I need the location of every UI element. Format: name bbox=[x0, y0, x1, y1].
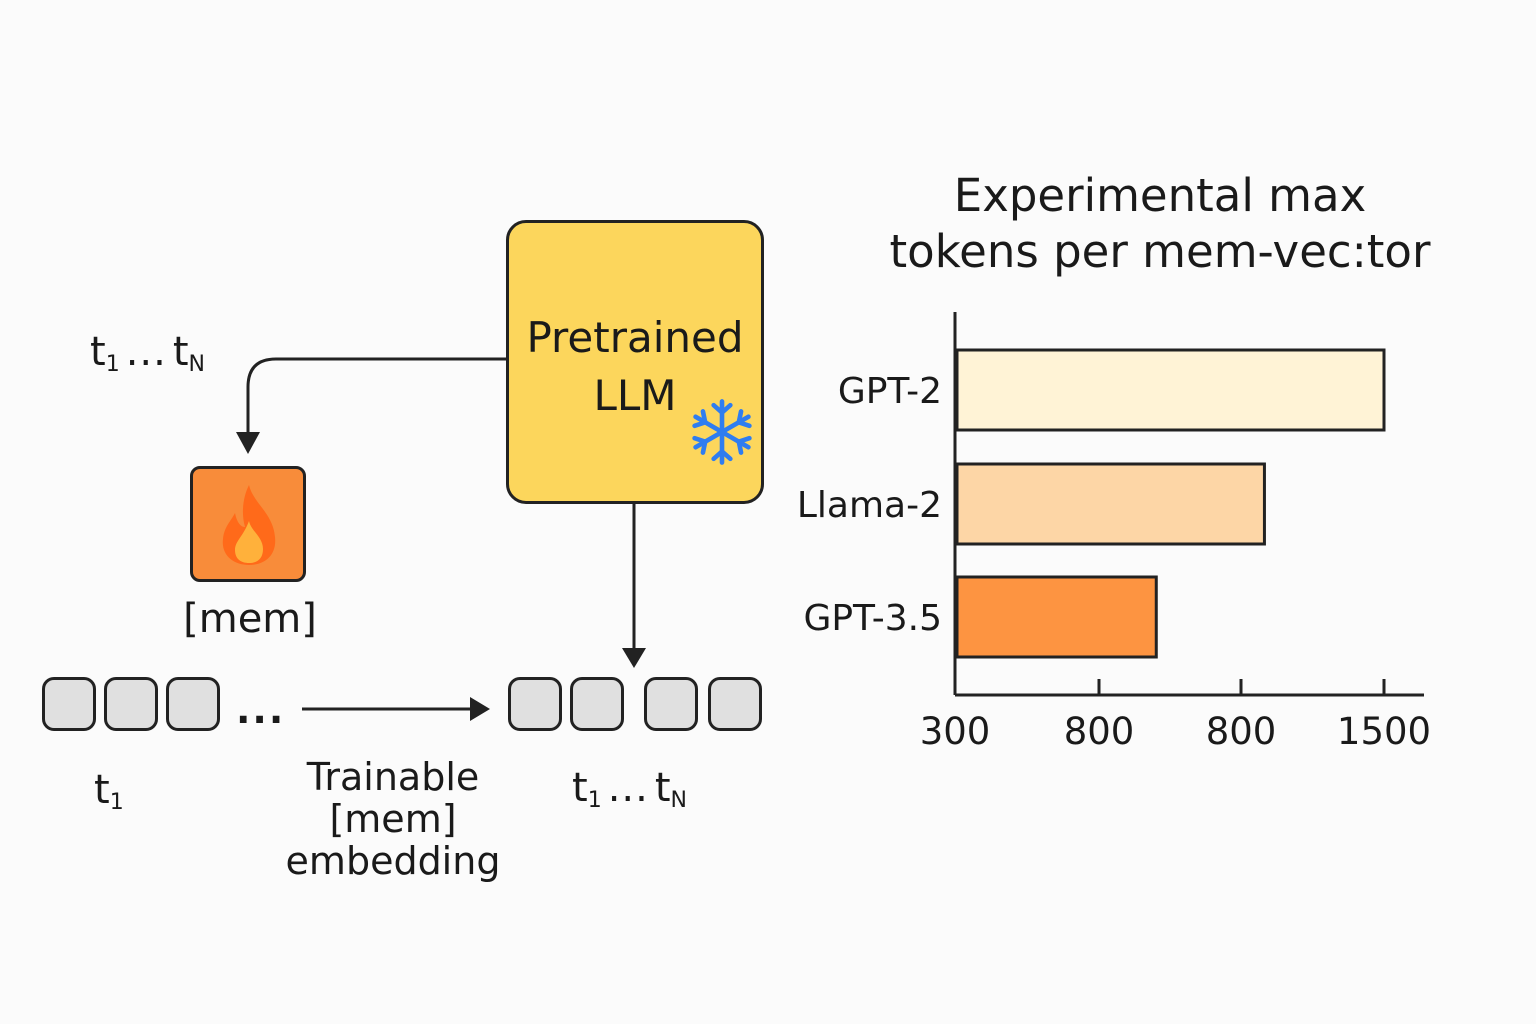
output-token bbox=[570, 677, 624, 731]
input-token-letter: t bbox=[94, 767, 110, 813]
output-token bbox=[708, 677, 762, 731]
output-token bbox=[644, 677, 698, 731]
output-token-range-label: t1...tN bbox=[572, 768, 687, 812]
input-token bbox=[42, 677, 96, 731]
x-tick-label: 1500 bbox=[1337, 710, 1431, 753]
bar-gpt-3-5 bbox=[955, 575, 1158, 659]
x-ticks-group: 300 800 800 1500 bbox=[920, 679, 1431, 753]
x-tick-label: 800 bbox=[1206, 710, 1277, 753]
trainable-embedding-caption: Trainable [mem] embedding bbox=[218, 756, 568, 882]
output-token-start-subscript: 1 bbox=[587, 788, 602, 813]
token-end-subscript: N bbox=[188, 352, 205, 377]
input-tokens-ellipsis: ... bbox=[236, 688, 286, 732]
llm-to-mem-arrow bbox=[246, 357, 506, 432]
chart-title-line1: Experimental max bbox=[953, 169, 1367, 222]
chart-title: Experimental max tokens per mem-vec:tor bbox=[880, 168, 1440, 280]
chart-title-line2: tokens per mem-vec:tor bbox=[889, 225, 1431, 278]
flow-arrowhead bbox=[470, 697, 490, 721]
llm-label-line2: LLM bbox=[593, 371, 677, 420]
snowflake-icon bbox=[692, 399, 752, 465]
caption-line2: [mem] embedding bbox=[285, 797, 501, 883]
category-label: GPT-3.5 bbox=[803, 598, 942, 639]
output-token-start: t bbox=[572, 765, 588, 811]
bar-gpt-2 bbox=[955, 348, 1386, 432]
output-token-ellipsis: ... bbox=[607, 765, 649, 811]
mem-label: [mem] bbox=[183, 596, 317, 642]
token-end: t bbox=[172, 329, 189, 375]
mem-token-box bbox=[190, 466, 306, 582]
category-label: Llama-2 bbox=[797, 485, 942, 526]
category-label: GPT-2 bbox=[838, 371, 942, 412]
mem-arrowhead bbox=[236, 432, 260, 454]
llm-box-label: Pretrained LLM bbox=[509, 309, 761, 425]
token-ellipsis: ... bbox=[125, 329, 167, 375]
bar-llama-2 bbox=[955, 462, 1266, 546]
caption-line1: Trainable bbox=[306, 755, 480, 799]
output-token-end-subscript: N bbox=[670, 788, 687, 813]
input-token-subscript: 1 bbox=[109, 790, 124, 815]
output-token bbox=[508, 677, 562, 731]
output-arrowhead bbox=[622, 648, 646, 668]
x-tick-label: 300 bbox=[920, 710, 991, 753]
top-token-range-label: t1...tN bbox=[90, 332, 205, 376]
input-token bbox=[104, 677, 158, 731]
input-token bbox=[166, 677, 220, 731]
token-start-subscript: 1 bbox=[105, 352, 120, 377]
pretrained-llm-box: Pretrained LLM bbox=[506, 220, 764, 504]
token-start: t bbox=[90, 329, 106, 375]
x-tick-label: 800 bbox=[1064, 710, 1135, 753]
input-token-label: t1 bbox=[94, 770, 124, 814]
fire-icon bbox=[222, 485, 276, 565]
output-token-end: t bbox=[654, 765, 671, 811]
llm-label-line1: Pretrained bbox=[526, 313, 744, 362]
